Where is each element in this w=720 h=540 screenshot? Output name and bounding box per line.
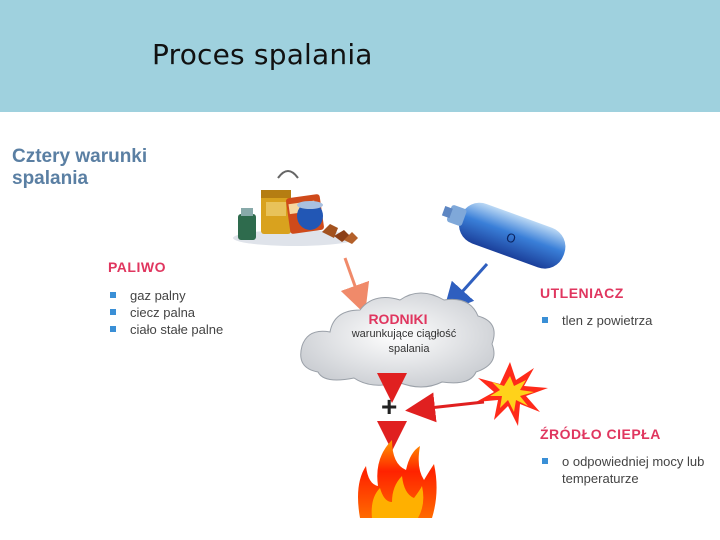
title-bar <box>0 0 720 112</box>
slide-title: Proces spalania <box>152 38 373 71</box>
spark-icon <box>476 362 548 426</box>
bullet-square <box>542 458 548 464</box>
radicals-subtitle-line1: warunkujące ciągłość <box>351 328 457 340</box>
bullet-square <box>110 326 116 332</box>
bullet-square <box>110 292 116 298</box>
flame-icon <box>358 440 437 518</box>
cloud-icon <box>300 292 495 388</box>
heat-title: ŹRÓDŁO CIEPŁA <box>540 426 661 442</box>
oxidizer-title: UTLENIACZ <box>540 285 624 301</box>
bullet-square <box>110 309 116 315</box>
fuel-list: gaz palny ciecz palna ciało stałe palne <box>108 287 223 338</box>
list-item: ciało stałe palne <box>108 321 223 338</box>
heat-list: o odpowiedniej mocy lub temperaturze <box>540 453 720 487</box>
radicals-subtitle-line2: spalania <box>388 343 430 355</box>
fuel-arrow <box>340 257 370 315</box>
list-item: ciecz palna <box>108 304 223 321</box>
svg-text:O: O <box>504 230 518 246</box>
bullet-square <box>542 317 548 323</box>
list-item: gaz palny <box>108 287 223 304</box>
list-item: o odpowiedniej mocy lub temperaturze <box>540 453 720 487</box>
plus-sign: + <box>381 391 398 422</box>
oxidizer-list: tlen z powietrza <box>540 312 652 329</box>
fuel-containers-icon <box>233 170 358 246</box>
oxidizer-arrow <box>442 262 489 314</box>
fuel-title: PALIWO <box>108 259 166 275</box>
heat-arrow <box>405 392 485 423</box>
oxygen-cylinder-icon: O <box>441 202 566 269</box>
radicals-title: RODNIKI <box>368 311 428 327</box>
diagram-heading: Cztery warunki spalania <box>12 146 148 189</box>
list-item: tlen z powietrza <box>540 312 652 329</box>
